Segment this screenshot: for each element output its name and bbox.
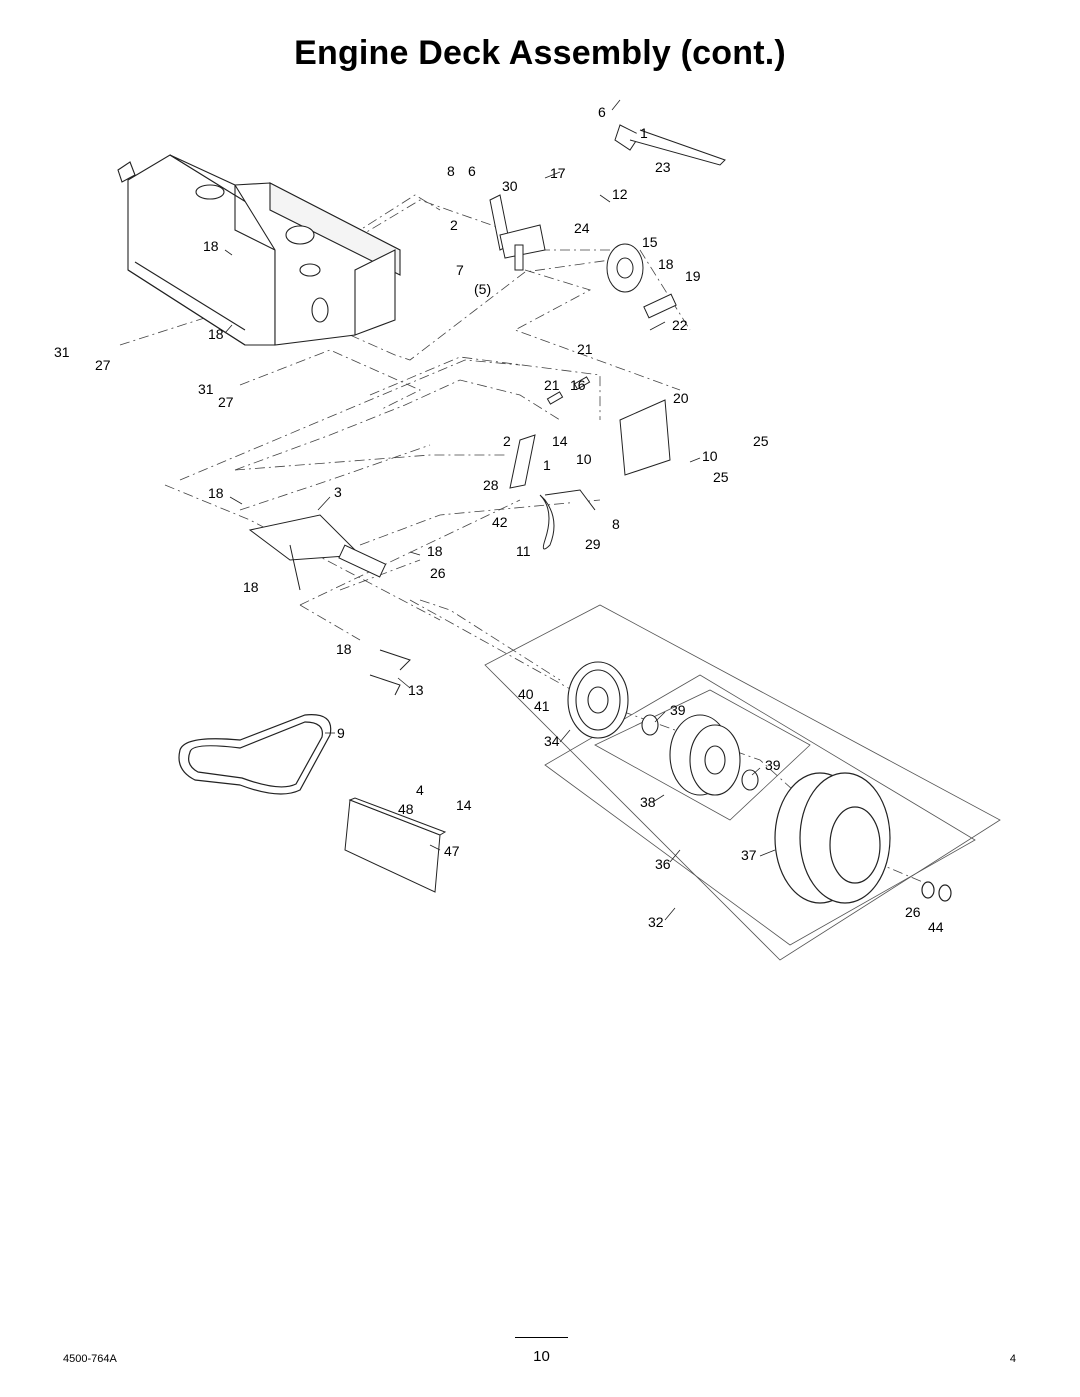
callout: 36	[655, 856, 671, 872]
callout: 18	[243, 579, 259, 595]
callout: 18	[427, 543, 443, 559]
callout: 39	[765, 757, 781, 773]
callout: 31	[198, 381, 214, 397]
callout: 4	[416, 782, 424, 798]
wheel-tire	[774, 772, 952, 904]
callout: 3	[334, 484, 342, 500]
callout: 9	[337, 725, 345, 741]
idler-linkage	[248, 124, 726, 696]
drive-pulley	[567, 661, 629, 739]
callout: 28	[483, 477, 499, 493]
callout: 14	[456, 797, 472, 813]
callout: 10	[576, 451, 592, 467]
callout: 1	[640, 125, 648, 141]
callout: 44	[928, 919, 944, 935]
callout: 8	[612, 516, 620, 532]
revision-number: 4	[1009, 1353, 1016, 1365]
callout: 1	[543, 457, 551, 473]
callout: 6	[468, 163, 476, 179]
callout: 30	[502, 178, 518, 194]
callout: 18	[208, 326, 224, 342]
callout: 6	[598, 104, 606, 120]
document-number: 4500-764A	[63, 1353, 117, 1365]
callout: 32	[648, 914, 664, 930]
callout: 22	[672, 317, 688, 333]
callout: 31	[54, 344, 70, 360]
callout: 23	[655, 159, 671, 175]
callout: 18	[336, 641, 352, 657]
callout: 2	[503, 433, 511, 449]
callout: 39	[670, 702, 686, 718]
callout: 41	[534, 698, 550, 714]
callout: 18	[658, 256, 674, 272]
callout: 20	[673, 390, 689, 406]
callout-labels: 6 1 23 8 6 30 17 12 2 24 15 18 19 7 (5) …	[54, 104, 944, 935]
callout: 21	[544, 377, 560, 393]
callout: 16	[570, 377, 586, 393]
drive-belt	[178, 714, 332, 795]
callout: 26	[430, 565, 446, 581]
callout: 47	[444, 843, 460, 859]
callout: 25	[753, 433, 769, 449]
callout: 11	[516, 543, 531, 559]
leader-lines	[224, 99, 776, 921]
callout: 8	[447, 163, 455, 179]
callout: 37	[741, 847, 757, 863]
wheel-rim	[641, 714, 759, 796]
callout: 26	[905, 904, 921, 920]
shield-plate	[344, 797, 447, 893]
callout: (5)	[474, 281, 491, 297]
callout: 48	[398, 801, 414, 817]
callout: 18	[203, 238, 219, 254]
callout: 19	[685, 268, 701, 284]
engine-deck-frame	[117, 154, 401, 346]
page-number: 10	[515, 1337, 568, 1365]
callout: 14	[552, 433, 568, 449]
callout: 27	[218, 394, 234, 410]
callout: 21	[577, 341, 593, 357]
wheel-assembly-boundaries	[484, 604, 1001, 961]
callout: 18	[208, 485, 224, 501]
callout: 42	[492, 514, 508, 530]
page-title: Engine Deck Assembly (cont.)	[294, 34, 786, 72]
callout: 38	[640, 794, 656, 810]
callout: 2	[450, 217, 458, 233]
callout: 7	[456, 262, 464, 278]
callout: 15	[642, 234, 658, 250]
callout: 25	[713, 469, 729, 485]
callout: 34	[544, 733, 560, 749]
callout: 10	[702, 448, 718, 464]
callout: 27	[95, 357, 111, 373]
callout: 40	[518, 686, 534, 702]
callout: 29	[585, 536, 601, 552]
callout: 13	[408, 682, 424, 698]
callout: 24	[574, 220, 590, 236]
callout: 12	[612, 186, 628, 202]
